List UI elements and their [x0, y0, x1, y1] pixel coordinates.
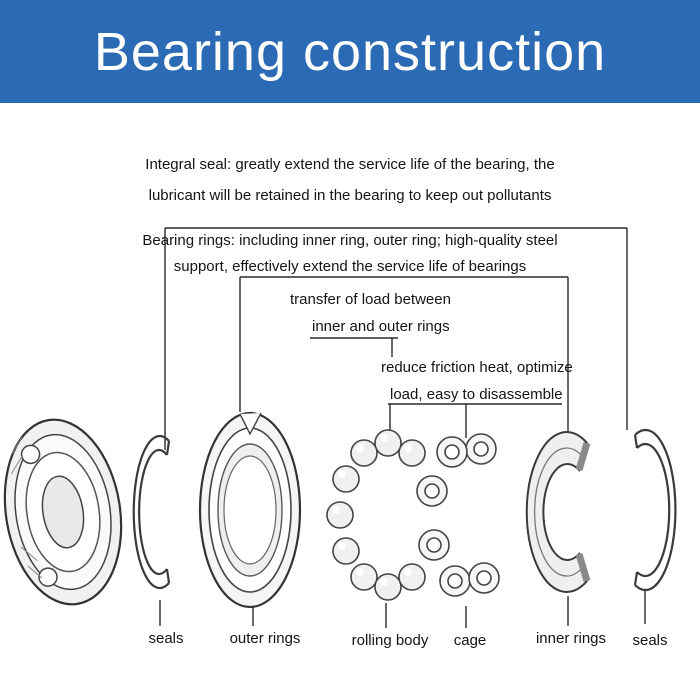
cage-drawing — [416, 433, 500, 597]
part-label-outer-rings: outer rings — [229, 630, 301, 647]
header-bar: Bearing construction — [0, 0, 700, 103]
bearing-rings-note-line1: Bearing rings: including inner ring, out… — [142, 232, 558, 249]
part-label-seals-left: seals — [148, 630, 184, 647]
part-label-inner-rings: inner rings — [535, 630, 607, 647]
inner-ring-drawing — [525, 431, 591, 593]
rolling-body-drawing — [326, 429, 426, 601]
bearing-assembly-drawing — [3, 418, 123, 606]
seal-left-drawing — [132, 434, 171, 590]
cage-function-line1: reduce friction heat, optimize — [381, 359, 573, 376]
seal-right-drawing — [633, 428, 677, 592]
connector-lines — [164, 227, 628, 450]
rolling-body-function-line1: transfer of load between — [290, 291, 451, 308]
rolling-body-function-line2: inner and outer rings — [312, 318, 450, 335]
integral-seal-note-line1: Integral seal: greatly extend the servic… — [145, 156, 555, 173]
page-title: Bearing construction — [93, 21, 607, 82]
bearing-rings-note-line2: support, effectively extend the service … — [173, 258, 527, 275]
outer-ring-drawing — [198, 411, 302, 609]
part-label-rolling-body: rolling body — [351, 632, 429, 649]
integral-seal-note-line2: lubricant will be retained in the bearin… — [148, 187, 552, 204]
part-label-seals-right: seals — [632, 632, 668, 649]
part-label-cage: cage — [453, 632, 487, 649]
cage-function-line2: load, easy to disassemble — [390, 386, 563, 403]
